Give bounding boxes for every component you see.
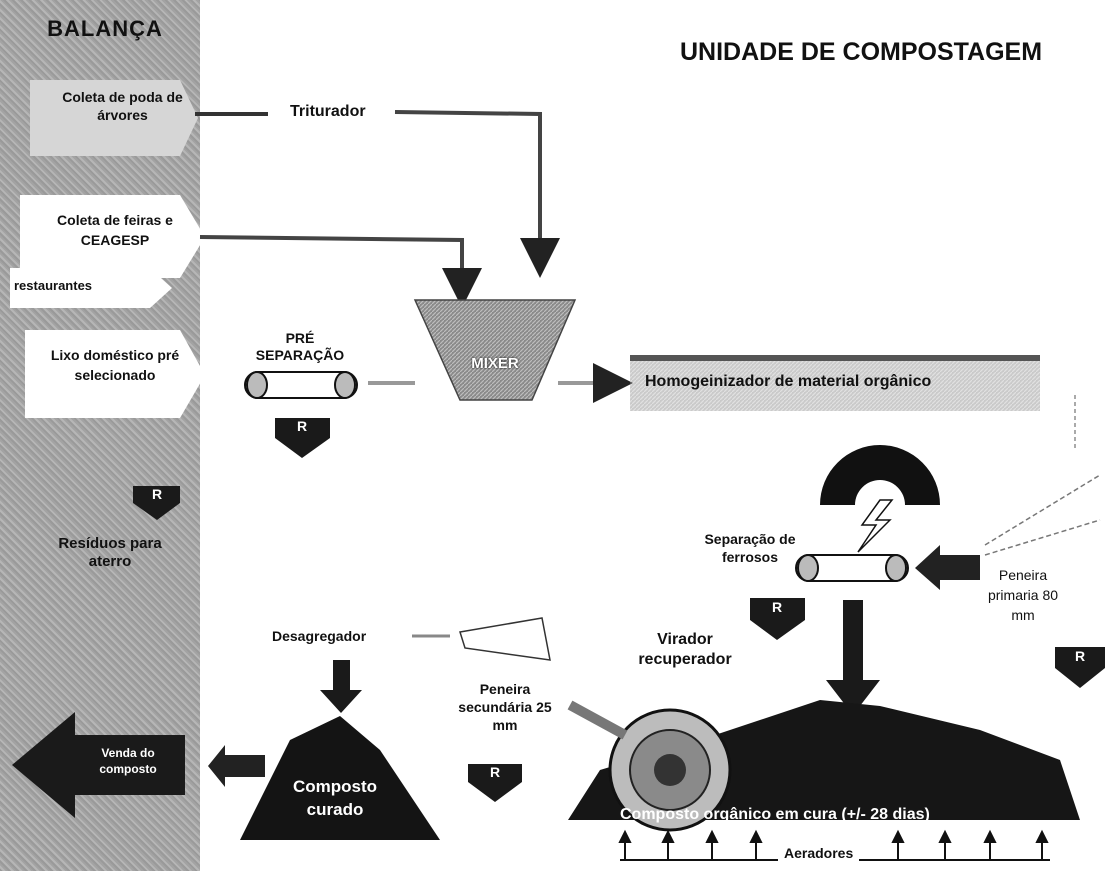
arrow-curado-venda <box>208 745 265 787</box>
mixer-label: MIXER <box>471 355 519 372</box>
separacao-ferrosos-label: Separação de ferrosos <box>704 531 796 565</box>
source-lixo: Lixo doméstico pré selecionado <box>50 347 180 383</box>
virador-label: Virador recuperador <box>638 631 732 668</box>
homogeneizador-bar <box>630 355 1040 411</box>
lightning-icon <box>857 499 894 553</box>
source-box-lixo <box>25 330 205 418</box>
reject-badge-balanca: R <box>151 486 163 502</box>
reject-badge-secundaria: R <box>489 764 501 780</box>
arrow-to-pile <box>826 600 880 715</box>
reject-arrow-pre <box>275 418 330 458</box>
reject-label-balanca: Resíduos para aterro <box>58 535 162 570</box>
compost-pile-curado <box>240 716 440 840</box>
source-poda: Coleta de poda de árvores <box>62 89 183 123</box>
triturador-label: Triturador <box>290 103 366 120</box>
arrow-to-curado <box>320 660 362 713</box>
peneira-primaria-label: Peneira primaria 80 mm <box>987 567 1059 623</box>
magnet-icon <box>820 445 940 505</box>
aeradores-label: Aeradores <box>778 845 860 861</box>
source-restaurantes: restaurantes <box>14 278 93 293</box>
homogeneizador-label: Homogeinizador de material orgânico <box>645 373 932 390</box>
balanca-heading: BALANÇA <box>47 16 163 41</box>
composto-curado-label: Composto curado <box>292 777 378 819</box>
peneira-secundaria-label: Peneira secundária 25 mm <box>458 681 552 733</box>
flow-triturador-mixer <box>394 110 560 278</box>
reject-arrow-primaria <box>1055 647 1105 688</box>
ferrosos-conveyor <box>795 554 909 582</box>
source-feiras: Coleta de feiras e CEAGESP <box>57 212 173 248</box>
peneira-primaria-lines <box>984 474 1101 556</box>
venda-label: Venda do composto <box>99 746 157 776</box>
page-title: UNIDADE DE COMPOSTAGEM <box>680 38 1043 66</box>
arrow-screen-conveyor <box>915 545 980 590</box>
venda-arrow <box>12 712 185 818</box>
source-box-restaurantes <box>10 268 172 308</box>
reject-badge-primaria: R <box>1074 648 1086 664</box>
pre-separacao-label: PRÉ SEPARAÇÃO <box>255 330 345 363</box>
virador-wheel <box>608 708 732 832</box>
source-box-poda <box>30 80 198 156</box>
composto-cura-label: Composto orgânico em cura (+/- 28 dias) <box>620 806 930 823</box>
reject-badge-ferrosos: R <box>771 599 783 615</box>
mixer-hopper <box>413 299 577 401</box>
desagregador-label: Desagregador <box>272 628 367 644</box>
reject-arrow-ferrosos <box>750 598 805 640</box>
peneira-secundaria-shape <box>459 617 551 661</box>
pre-separacao-conveyor <box>244 371 358 399</box>
reject-arrow-secundaria <box>468 764 522 802</box>
source-box-feiras <box>20 195 205 278</box>
reject-arrow-balanca <box>133 486 180 520</box>
reject-badge-pre: R <box>296 418 308 434</box>
flow-feiras-mixer <box>199 235 482 308</box>
